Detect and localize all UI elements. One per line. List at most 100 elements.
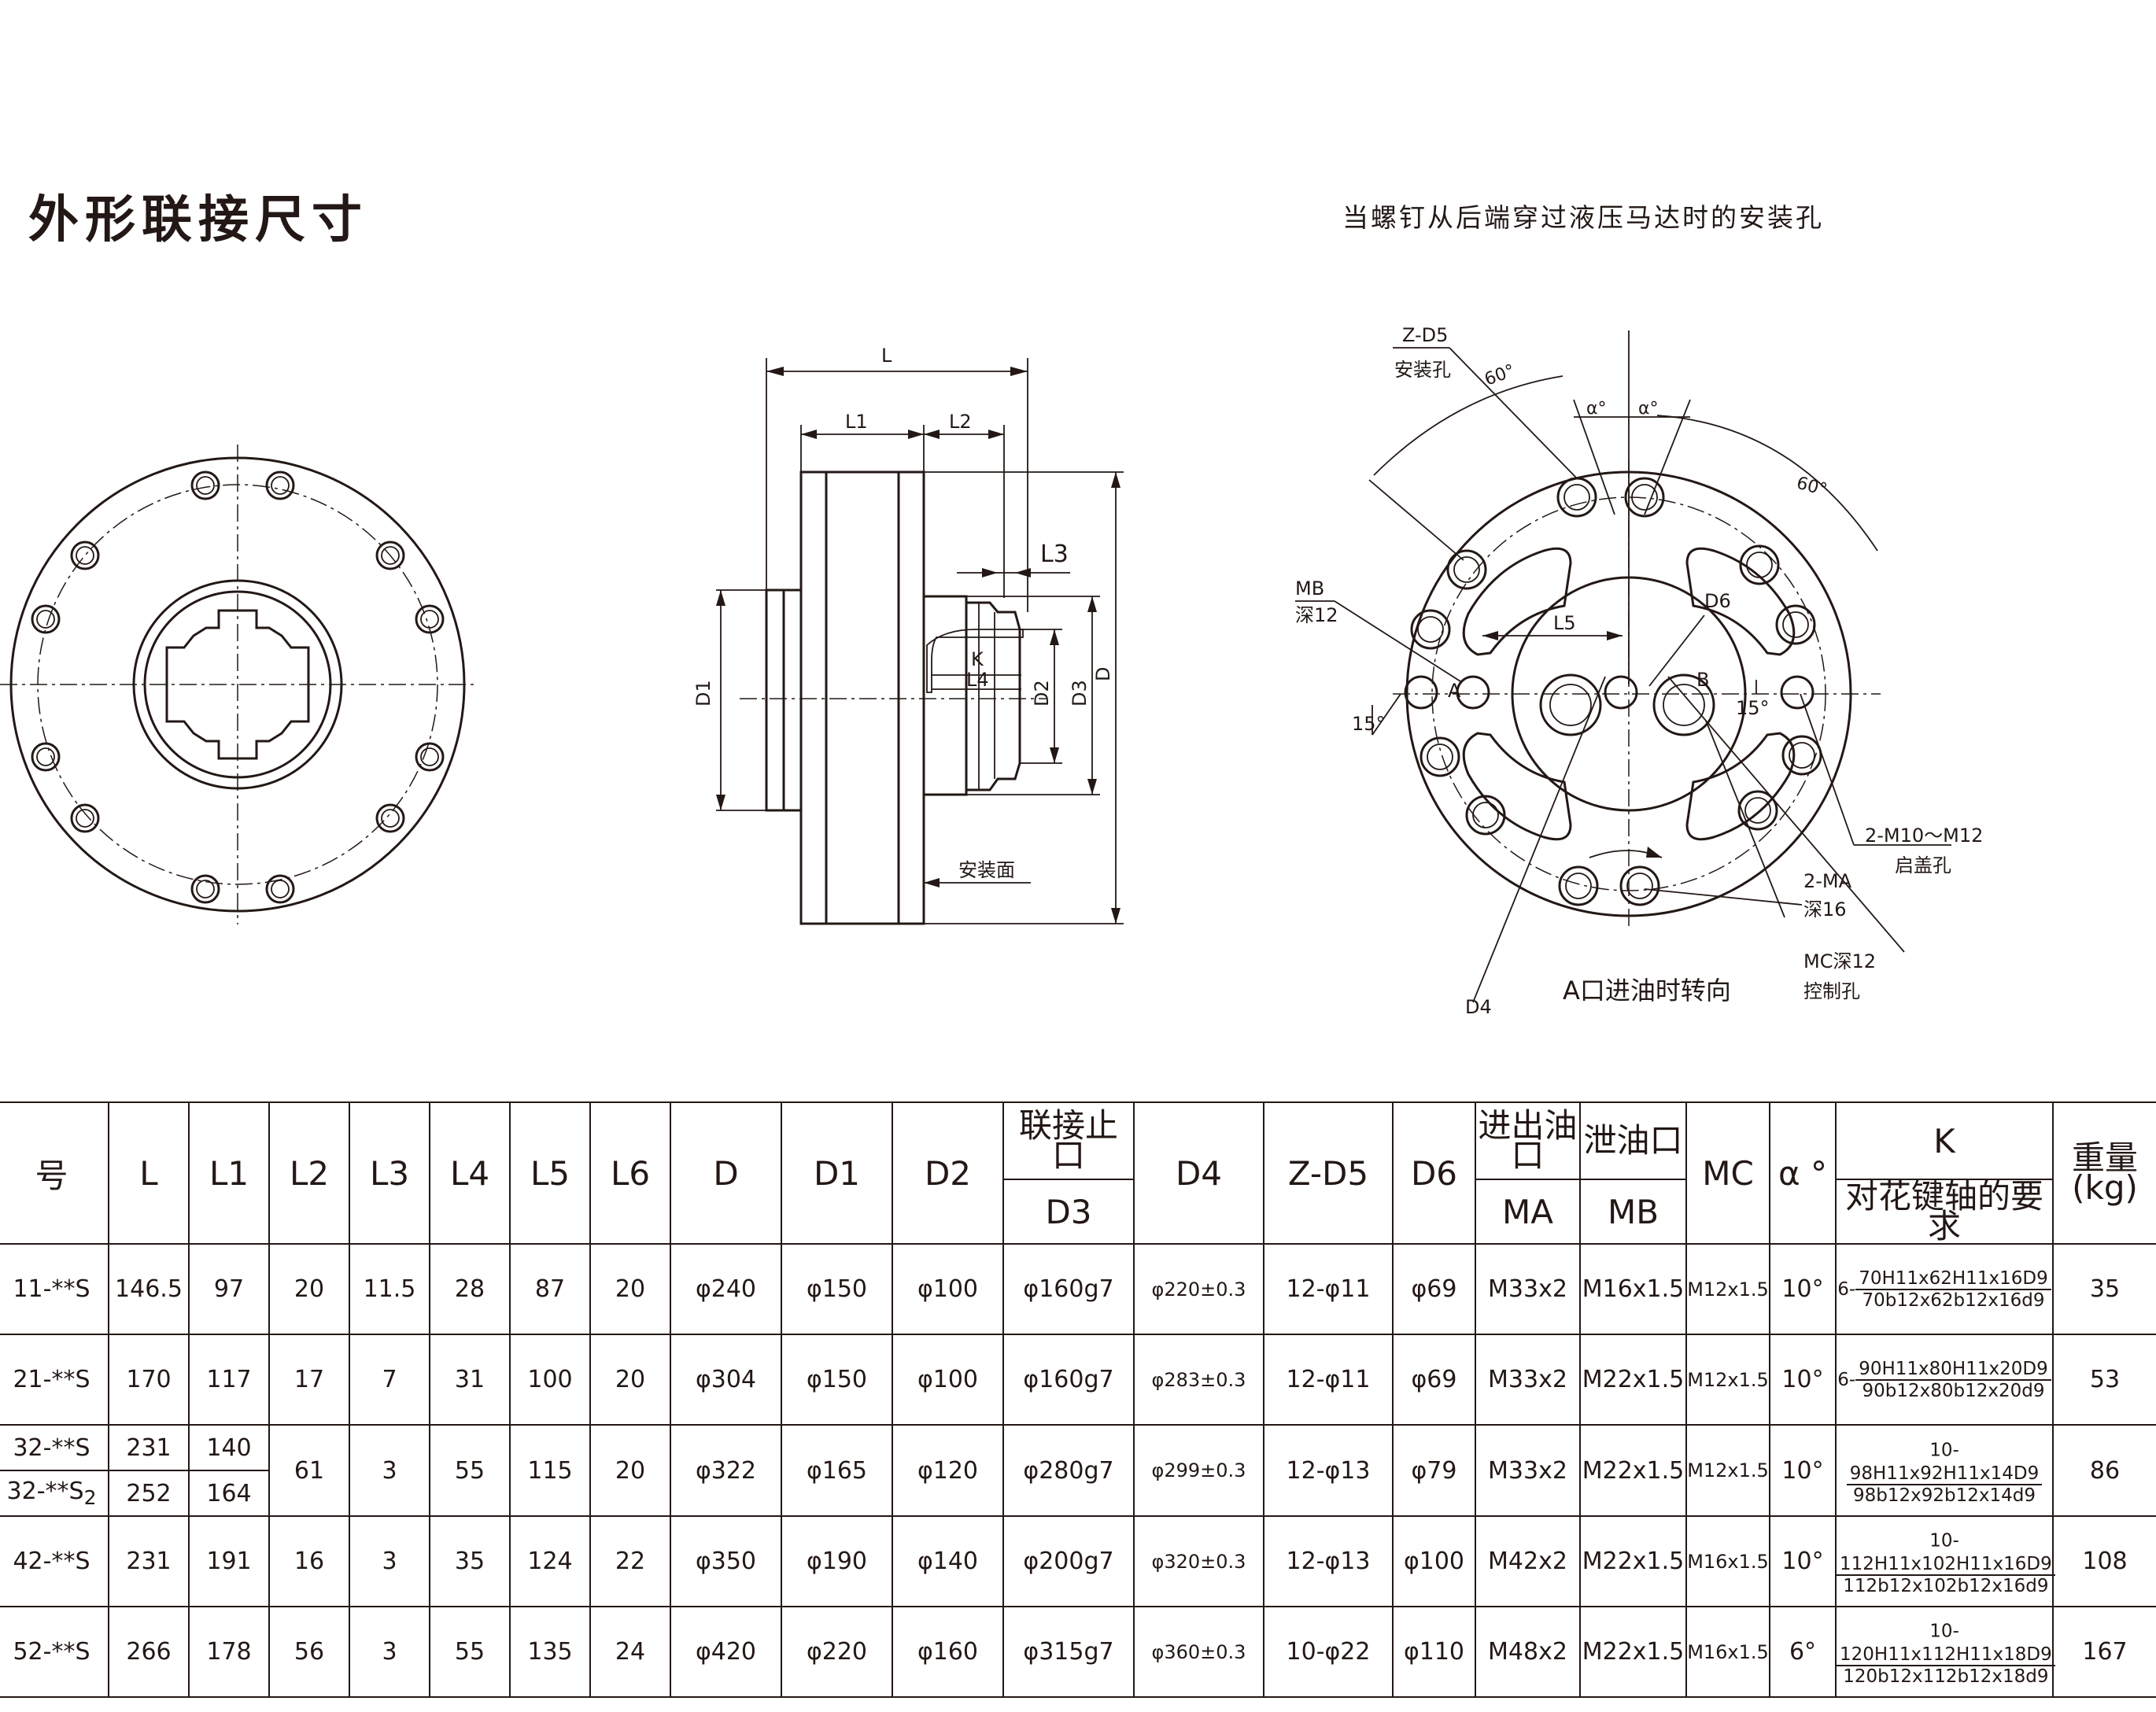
cell-D2: φ160 <box>892 1606 1004 1698</box>
k-numerator: 112H11x102H11x16D9 <box>1837 1554 2055 1576</box>
header-MB-group: 泄油口 <box>1579 1101 1687 1180</box>
cell-ZD5: 12-φ13 <box>1263 1424 1394 1517</box>
cell-MB: M16x1.5 <box>1579 1243 1687 1335</box>
cell-MA: M42x2 <box>1475 1515 1581 1607</box>
label-jack-hole: 2-M10～M12 <box>1865 825 1983 847</box>
cell-D3: φ160g7 <box>1002 1243 1135 1335</box>
rear-slot-lower-left <box>1462 732 1572 841</box>
label-mb: MB <box>1295 577 1324 600</box>
header-MA-group: 进出油口 <box>1475 1101 1581 1180</box>
cell-L2: 20 <box>268 1243 350 1335</box>
label-jack-hole-note: 启盖孔 <box>1895 854 1951 876</box>
label-zd5-note: 安装孔 <box>1394 359 1451 381</box>
cell-L1-b: 164 <box>188 1470 270 1517</box>
k-prefix: 10- <box>1929 1621 1959 1642</box>
cell-MA: M33x2 <box>1475 1243 1581 1335</box>
label-mb-note: 深12 <box>1295 604 1338 626</box>
cell-D2: φ120 <box>892 1424 1004 1517</box>
table-row: 42-**S 231 191 16 3 35 124 22 φ350 φ190 … <box>0 1515 2156 1607</box>
cell-L1: 178 <box>188 1606 270 1698</box>
port-MC <box>1604 675 1638 710</box>
header-MB: MB <box>1579 1179 1687 1245</box>
header-L5: L5 <box>509 1101 591 1245</box>
label-alpha-right: α° <box>1638 399 1659 419</box>
label-d6: D6 <box>1704 590 1731 612</box>
spline-bore <box>165 609 310 760</box>
cell-MA: M48x2 <box>1475 1606 1581 1698</box>
table-row: 32-**S 231 140 61 3 55 115 20 φ322 φ165 … <box>0 1424 2156 1517</box>
header-D1: D1 <box>781 1101 893 1245</box>
label-angle-15-right: 15° <box>1736 697 1770 719</box>
cell-L2: 17 <box>268 1334 350 1426</box>
cell-L5: 124 <box>509 1515 591 1607</box>
k-prefix: 6- <box>1837 1278 1856 1300</box>
header-L1: L1 <box>188 1101 270 1245</box>
cell-D3: φ315g7 <box>1002 1606 1135 1698</box>
label-l5: L5 <box>1553 612 1576 634</box>
label-zd5: Z-D5 <box>1402 324 1448 346</box>
cell-ZD5: 10-φ22 <box>1263 1606 1394 1698</box>
cell-MB: M22x1.5 <box>1579 1515 1687 1607</box>
dim-D3: D3 <box>1069 680 1091 707</box>
cell-alpha: 6° <box>1769 1606 1837 1698</box>
cell-MC: M12x1.5 <box>1685 1424 1770 1517</box>
cell-L1-a: 140 <box>188 1424 270 1471</box>
cell-D2: φ140 <box>892 1515 1004 1607</box>
cell-L6: 22 <box>589 1515 671 1607</box>
cell-MB: M22x1.5 <box>1579 1606 1687 1698</box>
cell-D4: φ299±0.3 <box>1133 1424 1264 1517</box>
cell-alpha: 10° <box>1769 1515 1837 1607</box>
cell-L6: 20 <box>589 1243 671 1335</box>
cell-ZD5: 12-φ13 <box>1263 1515 1394 1607</box>
cell-alpha: 10° <box>1769 1424 1837 1517</box>
dim-L1: L1 <box>845 411 868 433</box>
rear-view: Z-D5 安装孔 60° 60° α° α° MB 深12 L5 D6 A B … <box>1295 324 1983 1018</box>
mount-face-label: 安装面 <box>958 859 1015 881</box>
label-port-a: A <box>1448 680 1461 702</box>
cell-L: 266 <box>108 1606 190 1698</box>
dim-L4: L4 <box>966 669 989 691</box>
cell-L4: 31 <box>429 1334 511 1426</box>
k-numerator: 90H11x80H11x20D9 <box>1855 1359 2051 1381</box>
k-numerator: 120H11x112H11x18D9 <box>1837 1644 2055 1666</box>
label-angle-60-right: 60° <box>1794 474 1829 500</box>
label-rotation: A口进油时转向 <box>1563 976 1731 1005</box>
header-L: L <box>108 1101 190 1245</box>
cell-MC: M16x1.5 <box>1685 1515 1770 1607</box>
cell-L5: 100 <box>509 1334 591 1426</box>
cell-model: 42-**S <box>0 1515 109 1607</box>
rear-slot-upper-left <box>1462 547 1572 656</box>
side-view: L L1 L2 L3 K L4 D1 D2 <box>692 345 1124 925</box>
cell-L1: 191 <box>188 1515 270 1607</box>
cell-L3: 7 <box>349 1334 430 1426</box>
dim-L3: L3 <box>1040 541 1069 568</box>
cell-D: φ420 <box>670 1606 782 1698</box>
cell-L6: 24 <box>589 1606 671 1698</box>
cell-alpha: 10° <box>1769 1334 1837 1426</box>
front-bolt-holes <box>31 470 445 904</box>
cell-L4: 55 <box>429 1424 511 1517</box>
port-B <box>1652 673 1715 736</box>
spec-table: 号 L L1 L2 L3 L4 L5 L6 D D1 D2 联接止口 D4 Z-… <box>0 1101 2156 1698</box>
cell-MB: M22x1.5 <box>1579 1424 1687 1517</box>
cell-L4: 55 <box>429 1606 511 1698</box>
cell-D: φ350 <box>670 1515 782 1607</box>
header-D3-group: 联接止口 <box>1002 1101 1135 1180</box>
cell-L2: 61 <box>268 1424 350 1517</box>
dim-D1: D1 <box>692 680 714 707</box>
cell-D1: φ220 <box>781 1606 893 1698</box>
k-prefix: 10- <box>1929 1530 1959 1552</box>
cell-D1: φ150 <box>781 1334 893 1426</box>
cell-L-a: 231 <box>108 1424 190 1471</box>
cell-MC: M12x1.5 <box>1685 1334 1770 1426</box>
header-ZD5: Z-D5 <box>1263 1101 1394 1245</box>
cell-weight: 167 <box>2052 1606 2156 1698</box>
side-flange <box>799 470 925 925</box>
table-row: 21-**S 170 117 17 7 31 100 20 φ304 φ150 … <box>0 1334 2156 1426</box>
cell-D4: φ320±0.3 <box>1133 1515 1264 1607</box>
cell-L4: 35 <box>429 1515 511 1607</box>
rear-slot-lower-right <box>1685 732 1796 841</box>
header-L6: L6 <box>589 1101 671 1245</box>
cell-D6: φ110 <box>1392 1606 1476 1698</box>
cell-weight: 108 <box>2052 1515 2156 1607</box>
